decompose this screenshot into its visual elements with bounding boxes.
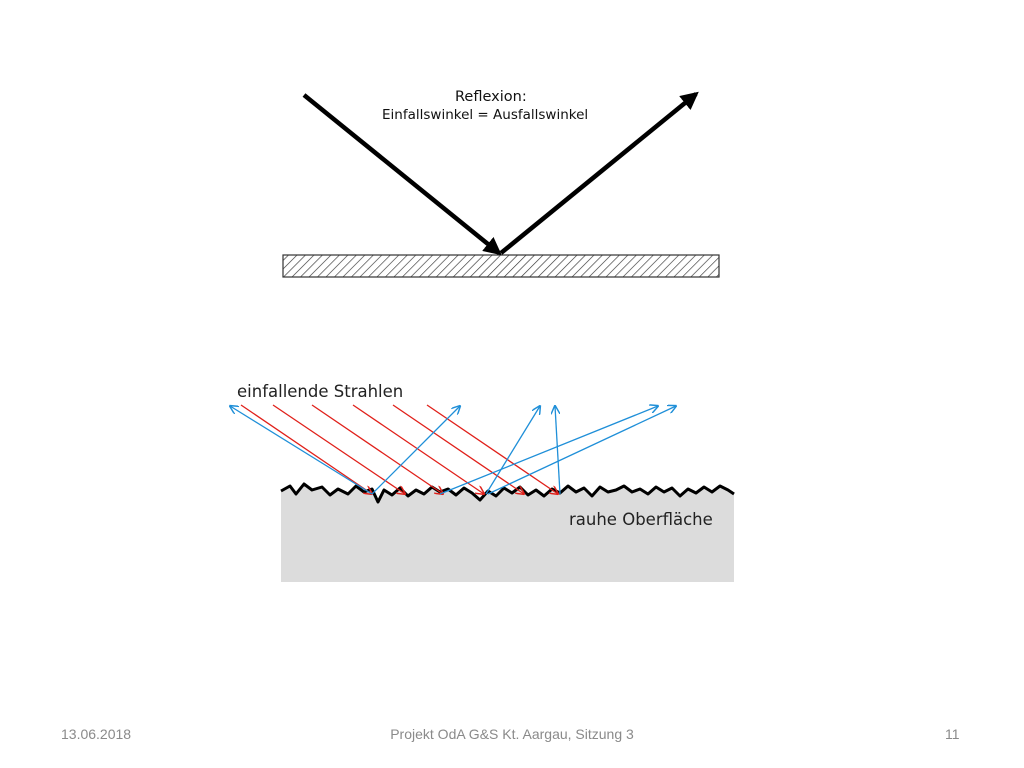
reflection-title: Reflexion: xyxy=(455,89,527,105)
footer-title: Projekt OdA G&S Kt. Aargau, Sitzung 3 xyxy=(390,726,634,742)
incident-ray xyxy=(392,404,524,494)
reflection-title-colon: : xyxy=(522,89,527,105)
incoming-rays-label: einfallende Strahlen xyxy=(237,382,403,401)
specular-reflection-group: Reflexion: Einfallswinkel = Ausfallswink… xyxy=(282,89,720,278)
reflection-law: Einfallswinkel = Ausfallswinkel xyxy=(382,107,588,123)
mirror-surface xyxy=(282,254,720,278)
reflection-title-word: Reflexion xyxy=(455,89,522,105)
reflected-arrow xyxy=(499,91,699,255)
reflected-ray xyxy=(439,406,658,495)
reflected-ray xyxy=(230,406,373,495)
incident-ray xyxy=(311,404,443,494)
reflected-ray xyxy=(371,406,460,495)
incident-ray xyxy=(352,404,484,494)
reflected-ray xyxy=(487,406,676,495)
reflected-ray xyxy=(555,406,561,495)
incident-ray xyxy=(426,404,558,494)
reflected-rays xyxy=(230,406,676,495)
reflected-ray xyxy=(485,406,540,495)
page-number: 11 xyxy=(945,726,960,742)
diffuse-reflection-group: einfallende Strahlen rauhe Oberfläche xyxy=(230,382,735,582)
incident-rays xyxy=(240,404,558,494)
rough-surface-edge xyxy=(280,482,735,504)
incident-ray xyxy=(272,404,405,494)
rough-surface-body xyxy=(281,484,734,582)
rough-surface-label: rauhe Oberfläche xyxy=(569,510,713,529)
incident-ray xyxy=(240,404,372,494)
footer-date: 13.06.2018 xyxy=(61,726,132,742)
incident-arrow xyxy=(302,93,502,256)
